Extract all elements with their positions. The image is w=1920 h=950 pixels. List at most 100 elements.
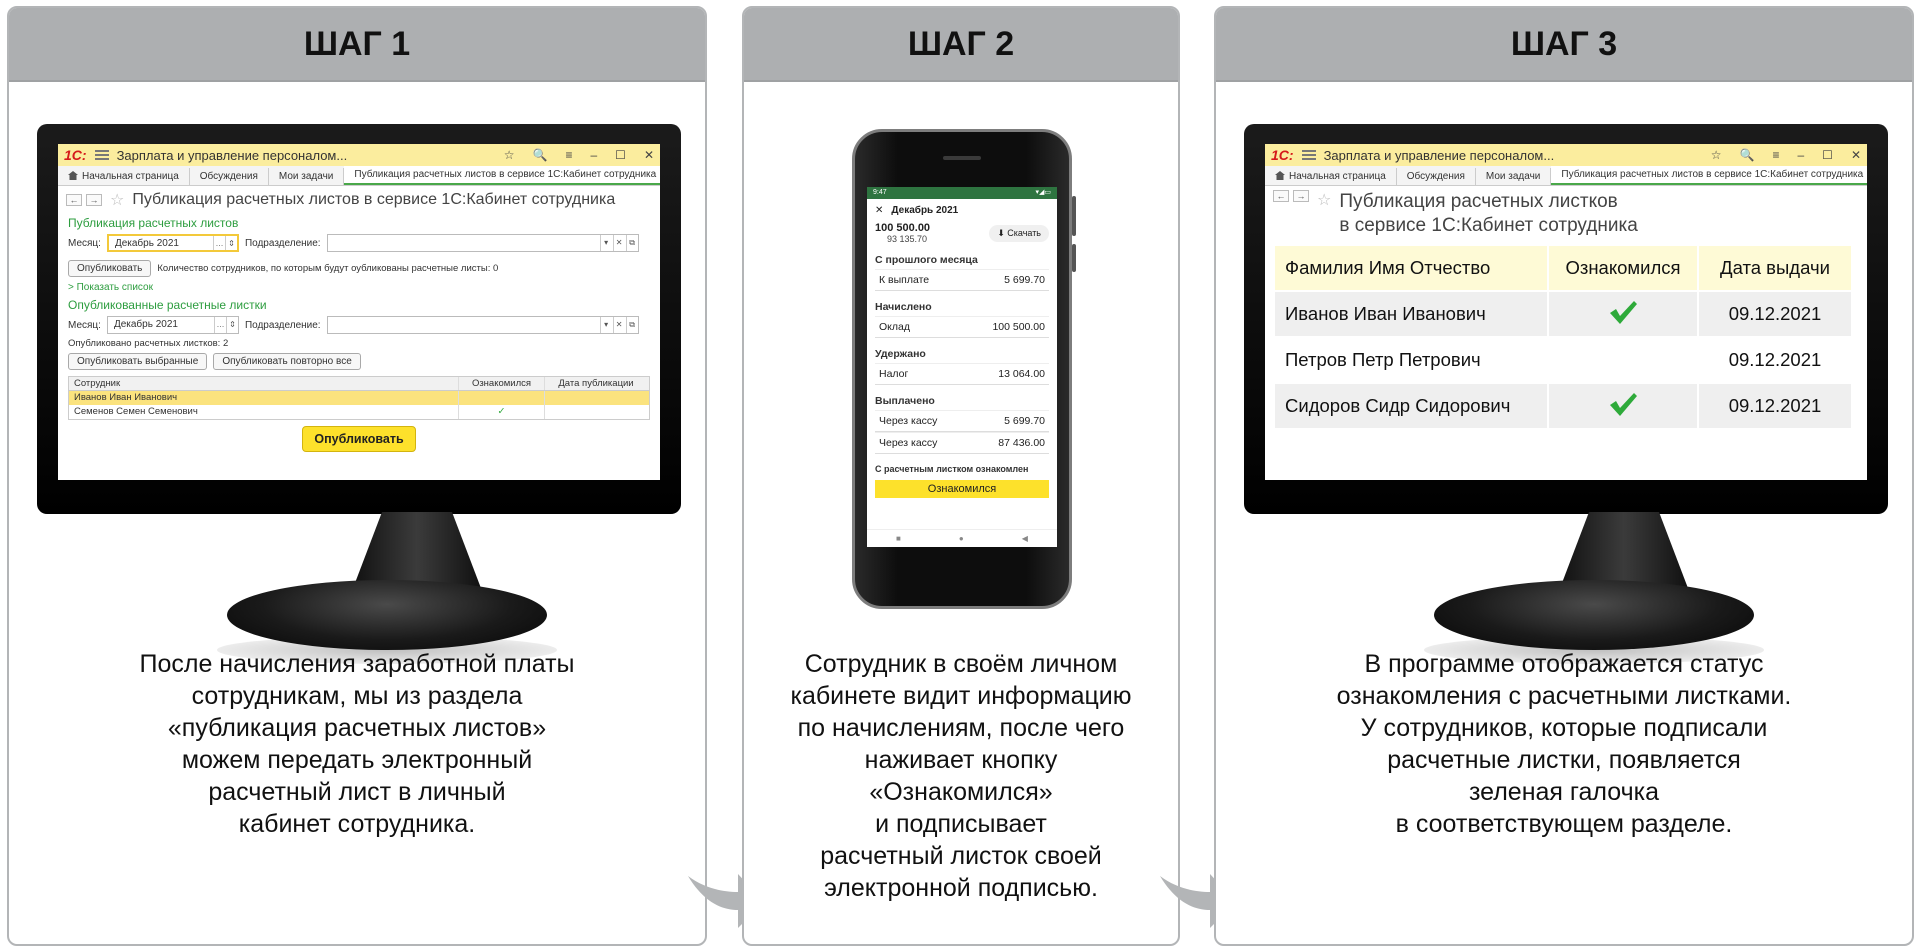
tab-tasks[interactable]: Мои задачи bbox=[269, 168, 345, 185]
window-controls: ☆ 🔍 ≡ – ☐ ✕ bbox=[504, 148, 654, 162]
app-tabs: Начальная страница Обсуждения Мои задачи… bbox=[1265, 166, 1867, 186]
download-icon: ⬇ bbox=[997, 227, 1005, 238]
show-list-link[interactable]: > Показать список bbox=[68, 282, 153, 293]
phone-button bbox=[1072, 244, 1076, 272]
tab-home[interactable]: Начальная страница bbox=[1265, 168, 1397, 185]
ack-status-table: Фамилия Имя Отчество Ознакомился Дата вы… bbox=[1273, 244, 1853, 430]
monitor-stand bbox=[227, 580, 547, 650]
window-controls: ☆ 🔍 ≡ – ☐ ✕ bbox=[1711, 148, 1861, 162]
step-3-title: ШАГ 3 bbox=[1216, 8, 1912, 82]
grid-header: Сотрудник Ознакомился Дата публикации bbox=[69, 377, 649, 391]
table-header: Фамилия Имя Отчество Ознакомился Дата вы… bbox=[1275, 246, 1851, 290]
doc-title: Публикация расчетных листков в сервисе 1… bbox=[1339, 191, 1638, 236]
month-label-2: Месяц: bbox=[68, 319, 101, 331]
acknowledge-button[interactable]: Ознакомился bbox=[875, 480, 1049, 498]
dept-label-2: Подразделение: bbox=[244, 319, 321, 331]
step-2-panel: ШАГ 2 9:47▾◢▭ ✕ Декабрь 2021 100 500.00 … bbox=[742, 6, 1180, 946]
close-icon[interactable]: ✕ bbox=[1850, 148, 1861, 162]
tab-home[interactable]: Начальная страница bbox=[58, 168, 190, 185]
table-row[interactable]: Петров Петр Петрович 09.12.2021 bbox=[1275, 338, 1851, 382]
published-count: Опубликовано расчетных листков: 2 bbox=[68, 338, 229, 349]
menu-icon[interactable] bbox=[94, 150, 109, 160]
table-row[interactable]: Иванов Иван Иванович bbox=[69, 391, 649, 405]
maximize-icon[interactable]: ☐ bbox=[1822, 148, 1833, 162]
home-button-icon[interactable]: ● bbox=[958, 534, 964, 543]
menu-icon[interactable] bbox=[1301, 150, 1316, 160]
monitor-screen: 1С: Зарплата и управление персоналом... … bbox=[1265, 144, 1867, 480]
download-button[interactable]: ⬇ Скачать bbox=[989, 224, 1049, 242]
check-icon bbox=[1610, 392, 1637, 416]
payslip-amount: 100 500.00 93 135.70 ⬇ Скачать bbox=[867, 222, 1057, 244]
recent-apps-icon[interactable]: ■ bbox=[896, 534, 901, 543]
more-icon[interactable]: ≡ bbox=[1772, 148, 1780, 162]
dept-field-2[interactable]: ▾✕⧉ bbox=[326, 316, 639, 334]
dept-label: Подразделение: bbox=[244, 237, 321, 249]
forward-button[interactable]: → bbox=[86, 194, 102, 206]
section-publication: Публикация расчетных листов bbox=[68, 216, 239, 230]
search-icon[interactable]: 🔍 bbox=[1739, 148, 1755, 162]
favorite-icon[interactable]: ☆ bbox=[1710, 148, 1722, 162]
publish-button[interactable]: Опубликовать bbox=[302, 426, 416, 452]
monitor-stand bbox=[1434, 580, 1754, 650]
tab-discussions[interactable]: Обсуждения bbox=[190, 168, 269, 185]
doc-nav: ← → ☆ Публикация расчетных листков в сер… bbox=[1265, 186, 1867, 242]
phone-screen: 9:47▾◢▭ ✕ Декабрь 2021 100 500.00 93 135… bbox=[867, 187, 1057, 547]
step-1-title: ШАГ 1 bbox=[9, 8, 705, 82]
window-title: Зарплата и управление персоналом... bbox=[116, 147, 348, 163]
more-icon[interactable]: ≡ bbox=[565, 148, 573, 162]
section-title: С прошлого месяца bbox=[875, 254, 978, 266]
step-1-panel: ШАГ 1 1С: Зарплата и управление персонал… bbox=[7, 6, 707, 946]
table-row[interactable]: Иванов Иван Иванович 09.12.2021 bbox=[1275, 292, 1851, 336]
filter-row-2: Месяц: Декабрь 2021 …⇕ Подразделение: ▾✕… bbox=[58, 314, 660, 336]
step-2-title: ШАГ 2 bbox=[744, 8, 1178, 82]
back-button[interactable]: ← bbox=[1273, 190, 1289, 202]
minimize-icon[interactable]: – bbox=[1797, 148, 1805, 162]
star-icon[interactable]: ☆ bbox=[1317, 192, 1332, 209]
phone-speaker bbox=[943, 156, 981, 160]
app-titlebar: 1С: Зарплата и управление персоналом... … bbox=[1265, 144, 1867, 166]
publish-again-button[interactable]: Опубликовать повторно все bbox=[213, 353, 361, 370]
back-button[interactable]: ← bbox=[66, 194, 82, 206]
check-icon: ✓ bbox=[459, 405, 545, 419]
table-row[interactable]: Семенов Семен Семенович ✓ bbox=[69, 405, 649, 419]
close-icon[interactable]: ✕ bbox=[875, 205, 884, 216]
publish-small-button[interactable]: Опубликовать bbox=[68, 260, 152, 277]
table-row[interactable]: Сидоров Сидр Сидорович 09.12.2021 bbox=[1275, 384, 1851, 428]
home-icon bbox=[68, 171, 78, 180]
grid-buttons: Опубликовать выбранные Опубликовать повт… bbox=[58, 351, 660, 372]
back-icon[interactable]: ◀ bbox=[1021, 534, 1028, 543]
section-published: Опубликованные расчетные листки bbox=[68, 298, 267, 312]
month-field[interactable]: Декабрь 2021 …⇕ bbox=[106, 234, 239, 252]
search-icon[interactable]: 🔍 bbox=[532, 148, 548, 162]
app-tabs: Начальная страница Обсуждения Мои задачи… bbox=[58, 166, 660, 186]
tab-discussions[interactable]: Обсуждения bbox=[1397, 168, 1476, 185]
smartphone: 9:47▾◢▭ ✕ Декабрь 2021 100 500.00 93 135… bbox=[852, 129, 1076, 609]
maximize-icon[interactable]: ☐ bbox=[615, 148, 626, 162]
tab-tasks[interactable]: Мои задачи bbox=[1476, 168, 1552, 185]
monitor-screen: 1С: Зарплата и управление персоналом... … bbox=[58, 144, 660, 480]
favorite-icon[interactable]: ☆ bbox=[503, 148, 515, 162]
publish-row: Опубликовать Количество сотрудников, по … bbox=[58, 254, 660, 279]
count-text: Количество сотрудников, по которым будут… bbox=[157, 263, 499, 274]
section-title: Выплачено bbox=[875, 395, 935, 407]
step-3-panel: ШАГ 3 1С: Зарплата и управление персонал… bbox=[1214, 6, 1914, 946]
month-field-2[interactable]: Декабрь 2021 …⇕ bbox=[106, 316, 239, 334]
minimize-icon[interactable]: – bbox=[590, 148, 598, 162]
publish-selected-button[interactable]: Опубликовать выбранные bbox=[68, 353, 208, 370]
dept-field[interactable]: ▾✕⧉ bbox=[326, 234, 639, 252]
phone-nav-bar: ■ ● ◀ bbox=[867, 529, 1057, 547]
forward-button[interactable]: → bbox=[1293, 190, 1309, 202]
star-icon[interactable]: ☆ bbox=[110, 192, 125, 209]
step-2-description: Сотрудник в своём личном кабинете видит … bbox=[790, 650, 1132, 902]
ack-note: С расчетным листком ознакомлен bbox=[875, 464, 1029, 474]
monitor: 1С: Зарплата и управление персоналом... … bbox=[1244, 124, 1888, 604]
tab-publication[interactable]: Публикация расчетных листов в сервисе 1С… bbox=[344, 166, 660, 185]
tab-publication[interactable]: Публикация расчетных листов в сервисе 1С… bbox=[1551, 166, 1867, 185]
close-icon[interactable]: ✕ bbox=[643, 148, 654, 162]
doc-title: Публикация расчетных листов в сервисе 1С… bbox=[132, 191, 616, 208]
